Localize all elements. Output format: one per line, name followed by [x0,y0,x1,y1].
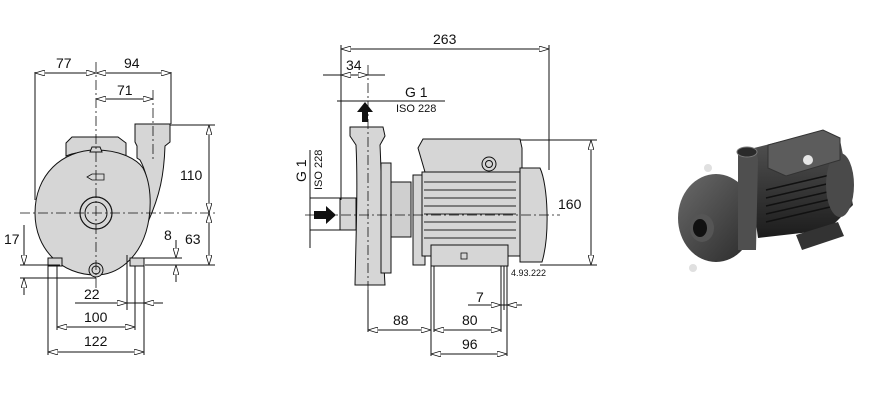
dim-80: 80 [462,312,478,328]
dim-263: 263 [433,31,457,47]
front-view: 77 94 71 110 63 8 17 22 100 1 [4,55,216,355]
dim-22: 22 [84,286,100,302]
drawing-code: 4.93.222 [511,268,546,278]
dim-34: 34 [346,57,362,73]
inlet-thread-label: G 1 [293,159,309,182]
dim-71: 71 [117,82,133,98]
outlet-thread-standard: ISO 228 [396,103,436,115]
pump-photo [678,129,854,272]
dim-110: 110 [180,167,203,183]
fan-cover [519,167,548,263]
rotation-arrow-icon [86,173,105,181]
dim-8: 8 [164,227,172,243]
dim-160: 160 [558,196,582,212]
side-view: 263 34 G 1 ISO 228 G 1 ISO 228 160 4.93.… [293,31,597,356]
motor-feet [430,244,509,267]
inlet-thread-standard: ISO 228 [313,150,325,190]
dim-122: 122 [84,333,108,349]
terminal-box [417,138,523,173]
dim-100: 100 [84,309,108,325]
dim-88: 88 [393,312,409,328]
pump-casing-front [34,123,171,278]
dim-63: 63 [185,231,201,247]
outlet-arrow-icon [357,102,373,122]
dim-96: 96 [462,336,478,352]
dim-17: 17 [4,231,20,247]
dim-94: 94 [124,55,140,71]
dim-7: 7 [476,289,484,305]
dim-77: 77 [56,55,72,71]
outlet-thread-label: G 1 [405,84,428,100]
